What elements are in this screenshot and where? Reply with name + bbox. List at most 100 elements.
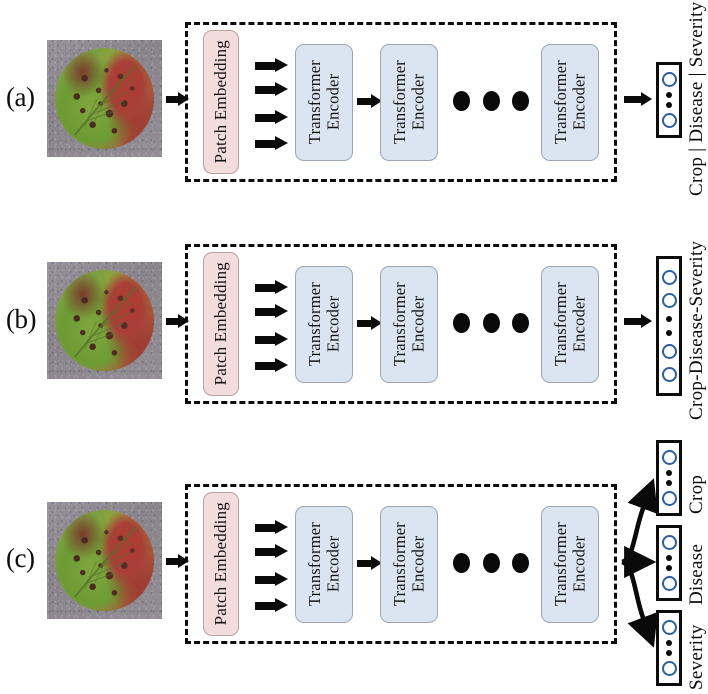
- panel-a-patch-embedding: Patch Embedding: [203, 30, 239, 174]
- output-node-ring: [661, 660, 677, 676]
- output-node-dot: [666, 330, 672, 336]
- panel-a-patch-arrow-2: [255, 82, 288, 97]
- panel-b-input-image: [47, 262, 162, 379]
- ellipsis-dot: [512, 553, 529, 573]
- panel-a-input-image: [47, 40, 162, 157]
- ellipsis-dot: [482, 553, 500, 573]
- leaf-lesion-spots: [55, 48, 154, 149]
- panel-b: (b) Patch Embedding: [0, 222, 708, 434]
- output-node-ring: [661, 490, 677, 506]
- panel-c-patch-arrow-4: [255, 598, 288, 613]
- encoder-label: Transformer Encoder: [389, 522, 427, 607]
- encoder-label: Transformer Encoder: [550, 282, 588, 367]
- output-node-ring: [661, 344, 677, 359]
- output-node-ring: [661, 575, 677, 591]
- panel-b-encoder-1: Transformer Encoder: [295, 266, 353, 383]
- panel-a-encoder-n: Transformer Encoder: [541, 44, 599, 161]
- panel-b-patch-arrow-2: [255, 304, 288, 319]
- panel-b-label: (b): [6, 304, 36, 334]
- panel-c-output-label-crop: Crop: [686, 474, 707, 514]
- panel-b-patch-embedding: Patch Embedding: [203, 252, 239, 396]
- panel-c-output-label-disease: Disease: [686, 543, 707, 605]
- ellipsis-dot: [453, 91, 470, 111]
- panel-b-encoder-n: Transformer Encoder: [541, 266, 599, 383]
- panel-c-input-image: [47, 502, 162, 619]
- patch-embedding-label: Patch Embedding: [211, 262, 231, 386]
- encoder-label: Transformer Encoder: [304, 282, 342, 367]
- panel-b-output-label: Crop-Disease-Severity: [686, 240, 707, 420]
- ellipsis-dot: [482, 313, 500, 333]
- panel-c-patch-arrow-3: [255, 572, 288, 587]
- ellipsis-dot: [512, 313, 529, 333]
- panel-b-output-column: [656, 256, 682, 396]
- output-node-dot: [666, 650, 672, 657]
- ellipsis-dot: [453, 313, 470, 333]
- output-node-dot: [666, 316, 672, 322]
- leaf-lesion-spots: [55, 510, 154, 611]
- encoder-label: Transformer Encoder: [304, 522, 342, 607]
- panel-c-output-column-disease: [656, 525, 682, 601]
- panel-c-patch-arrow-1: [255, 520, 288, 535]
- panel-c-vit-backbone: [185, 484, 617, 644]
- output-node-dot: [666, 554, 672, 561]
- leaf-veins-icon: [74, 287, 137, 358]
- patch-embedding-label: Patch Embedding: [211, 40, 231, 164]
- panel-a-patch-arrow-4: [255, 136, 288, 151]
- leaf-lesion-spots: [55, 270, 154, 371]
- encoder-label: Transformer Encoder: [389, 282, 427, 367]
- panel-c: (c) Patch Embedding: [0, 434, 708, 694]
- panel-a-encoder-2: Transformer Encoder: [380, 44, 438, 161]
- panel-c-patch-embedding: Patch Embedding: [203, 492, 239, 636]
- output-node-dot: [666, 469, 672, 476]
- ellipsis-dot: [512, 91, 529, 111]
- panel-a-label: (a): [6, 82, 35, 112]
- output-node-dot: [666, 480, 672, 487]
- panel-b-encoder-arrow-1: [357, 316, 382, 330]
- panel-c-patch-arrow-2: [255, 544, 288, 559]
- output-node-ring: [661, 450, 677, 466]
- panel-b-patch-arrow-1: [255, 280, 288, 295]
- panel-c-encoder-1: Transformer Encoder: [295, 506, 353, 623]
- panel-c-input-arrow: [166, 554, 189, 568]
- output-node-ring: [661, 367, 677, 382]
- panel-b-patch-arrow-3: [255, 332, 288, 347]
- panel-a-ellipsis: [453, 90, 529, 112]
- panel-a-vit-backbone: [185, 22, 617, 182]
- leaf-disc: [55, 270, 154, 371]
- encoder-label: Transformer Encoder: [550, 522, 588, 607]
- encoder-label: Transformer Encoder: [304, 60, 342, 145]
- leaf-veins-icon: [74, 527, 137, 598]
- panel-b-input-arrow: [166, 314, 189, 328]
- leaf-disc: [55, 48, 154, 149]
- panel-b-encoder-2: Transformer Encoder: [380, 266, 438, 383]
- output-node-ring: [661, 112, 677, 128]
- panel-c-output-column-severity: [656, 610, 682, 686]
- panel-a-output-label: Crop | Disease | Severity: [686, 1, 707, 196]
- panel-a-input-arrow: [166, 92, 189, 106]
- encoder-label: Transformer Encoder: [389, 60, 427, 145]
- output-node-dot: [666, 565, 672, 572]
- panel-c-encoder-arrow-1: [357, 556, 382, 570]
- output-node-ring: [661, 270, 677, 285]
- panel-b-ellipsis: [453, 312, 529, 334]
- output-node-ring: [661, 72, 677, 88]
- output-node-dot: [666, 102, 672, 109]
- encoder-label: Transformer Encoder: [550, 60, 588, 145]
- panel-a-encoder-arrow-1: [357, 94, 382, 108]
- panel-c-encoder-2: Transformer Encoder: [380, 506, 438, 623]
- output-node-dot: [666, 91, 672, 98]
- output-node-ring: [661, 535, 677, 551]
- panel-c-ellipsis: [453, 552, 529, 574]
- ellipsis-dot: [482, 91, 500, 111]
- panel-a-patch-arrow-3: [255, 110, 288, 125]
- panel-a: (a) Patch Embedd: [0, 0, 708, 212]
- panel-b-vit-backbone: [185, 244, 617, 404]
- panel-c-output-label-severity: Severity: [686, 624, 707, 690]
- panel-c-encoder-n: Transformer Encoder: [541, 506, 599, 623]
- leaf-veins-icon: [74, 65, 137, 136]
- panel-c-output-column-crop: [656, 440, 682, 516]
- panel-a-output-arrow: [624, 92, 652, 106]
- panel-c-branch-arrows: [621, 478, 658, 648]
- ellipsis-dot: [453, 553, 470, 573]
